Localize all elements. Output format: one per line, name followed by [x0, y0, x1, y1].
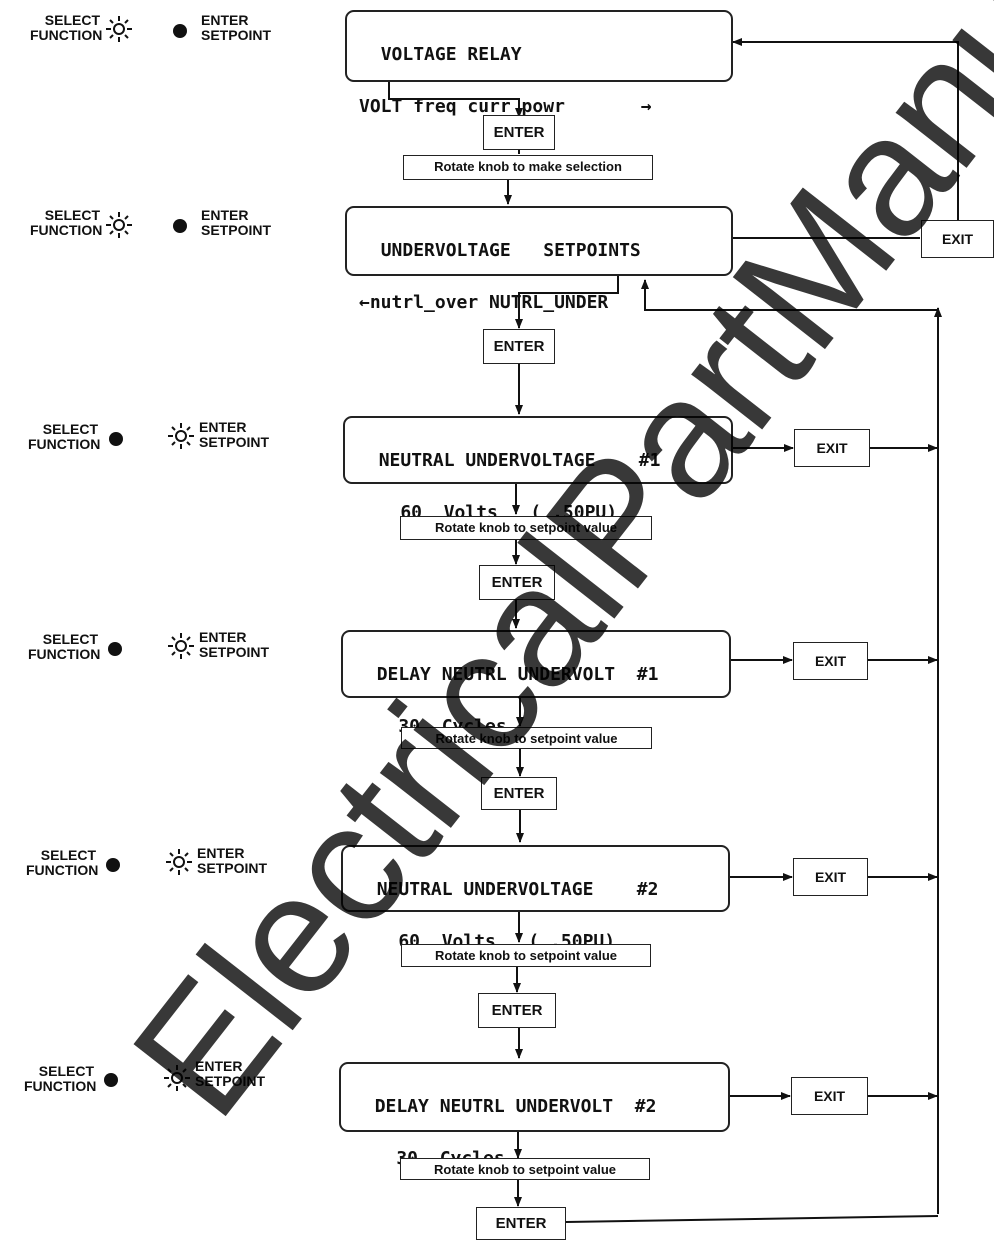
select-function-label: SELECT FUNCTION: [30, 207, 103, 238]
lcd-delay-neutrl-undervolt-2: DELAY NEUTRL UNDERVOLT #2 30 Cycles: [339, 1062, 730, 1169]
exit-button[interactable]: EXIT: [793, 858, 868, 896]
lcd-neutral-undervoltage-2: NEUTRAL UNDERVOLTAGE #2 60 Volts ( .50PU…: [341, 845, 730, 952]
enter-button[interactable]: ENTER: [483, 115, 555, 150]
select-function-label: SELECT FUNCTION: [30, 12, 103, 43]
enter-button[interactable]: ENTER: [483, 329, 555, 364]
lcd-line-1: VOLTAGE RELAY: [380, 44, 522, 65]
select-dark-icon: [109, 432, 123, 446]
select-dark-icon: [104, 1073, 118, 1087]
exit-button[interactable]: EXIT: [791, 1077, 868, 1115]
select-function-label: SELECT FUNCTION: [28, 631, 101, 662]
lcd-line-2: VOLT freq curr powr →: [359, 96, 652, 117]
select-lit-icon: [106, 16, 132, 42]
enter-button[interactable]: ENTER: [481, 777, 557, 810]
enter-lit-icon: [166, 849, 192, 875]
enter-button[interactable]: ENTER: [479, 565, 555, 600]
enter-dark-icon: [173, 219, 187, 233]
lcd-line-1: DELAY NEUTRL UNDERVOLT #2: [374, 1096, 657, 1117]
rotate-knob-instruction: Rotate knob to setpoint value: [400, 516, 652, 540]
exit-button[interactable]: EXIT: [793, 642, 868, 680]
lcd-line-1: UNDERVOLTAGE SETPOINTS: [380, 240, 641, 261]
select-dark-icon: [108, 642, 122, 656]
lcd-undervoltage-setpoints: UNDERVOLTAGE SETPOINTS ←nutrl_over NUTRL…: [345, 206, 733, 313]
enter-lit-icon: [164, 1065, 190, 1091]
rotate-knob-instruction: Rotate knob to setpoint value: [400, 1158, 650, 1180]
lcd-line-2: ←nutrl_over NUTRL_UNDER: [359, 292, 609, 313]
enter-setpoint-label: ENTER SETPOINT: [201, 12, 272, 43]
lcd-line-1: NEUTRAL UNDERVOLTAGE #1: [378, 450, 661, 471]
enter-lit-icon: [168, 633, 194, 659]
enter-setpoint-label: ENTER SETPOINT: [199, 419, 270, 450]
select-function-label: SELECT FUNCTION: [24, 1063, 97, 1094]
enter-dark-icon: [173, 24, 187, 38]
rotate-knob-instruction: Rotate knob to setpoint value: [401, 944, 651, 967]
lcd-line-1: DELAY NEUTRL UNDERVOLT #1: [376, 664, 659, 685]
enter-setpoint-label: ENTER SETPOINT: [195, 1058, 266, 1089]
rotate-knob-instruction: Rotate knob to make selection: [403, 155, 653, 180]
rotate-knob-instruction: Rotate knob to setpoint value: [401, 727, 652, 749]
enter-setpoint-label: ENTER SETPOINT: [201, 207, 272, 238]
enter-lit-icon: [168, 423, 194, 449]
lcd-line-1: NEUTRAL UNDERVOLTAGE #2: [376, 879, 659, 900]
select-function-label: SELECT FUNCTION: [28, 421, 101, 452]
lcd-delay-neutrl-undervolt-1: DELAY NEUTRL UNDERVOLT #1 30 Cycles: [341, 630, 731, 737]
enter-button[interactable]: ENTER: [478, 993, 556, 1028]
select-dark-icon: [106, 858, 120, 872]
exit-button[interactable]: EXIT: [921, 220, 994, 258]
exit-button[interactable]: EXIT: [794, 429, 870, 467]
enter-button[interactable]: ENTER: [476, 1207, 566, 1240]
enter-setpoint-label: ENTER SETPOINT: [199, 629, 270, 660]
lcd-voltage-relay: VOLTAGE RELAY VOLT freq curr powr →: [345, 10, 733, 117]
enter-setpoint-label: ENTER SETPOINT: [197, 845, 268, 876]
lcd-neutral-undervoltage-1: NEUTRAL UNDERVOLTAGE #1 60 Volts ( .50PU…: [343, 416, 733, 523]
select-function-label: SELECT FUNCTION: [26, 847, 99, 878]
select-lit-icon: [106, 212, 132, 238]
